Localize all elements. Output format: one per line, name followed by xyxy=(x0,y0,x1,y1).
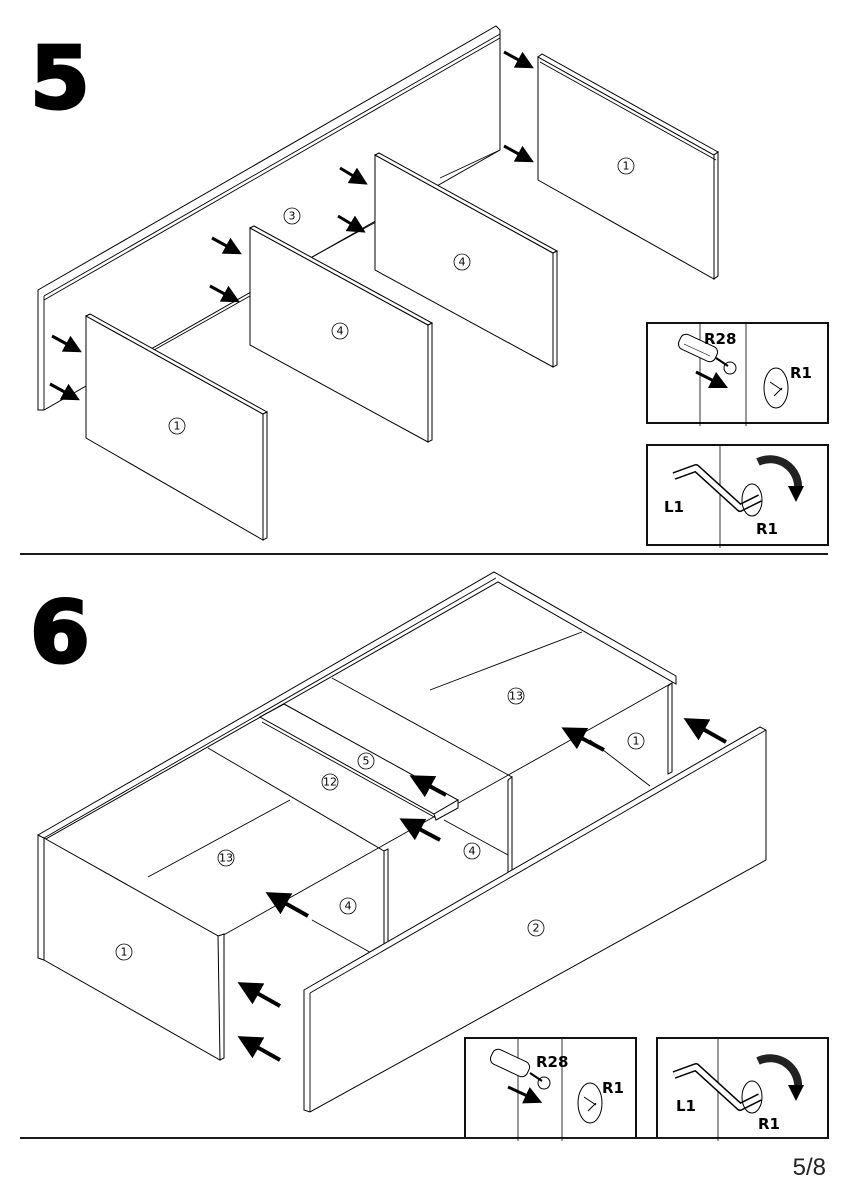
hint-box-allen-key: L1 R1 xyxy=(656,1037,829,1141)
cam-lock-icon xyxy=(577,1082,603,1124)
divider-panel-b: 4 xyxy=(373,152,559,368)
step-separator xyxy=(20,553,828,555)
part-label-side-left: 1 xyxy=(121,946,128,959)
part-label-rail: 5 xyxy=(363,755,370,768)
connector-label: R1 xyxy=(602,1079,624,1097)
step-separator xyxy=(20,1137,828,1139)
part-label-side-right: 1 xyxy=(633,735,640,748)
side-panel-left: 1 xyxy=(37,834,225,1061)
part-label-side-left: 1 xyxy=(174,420,181,433)
cam-bolt-illustration xyxy=(489,1039,603,1141)
hint-box-cam-bolt: R28 R1 xyxy=(646,322,829,426)
step-5-number: 5 xyxy=(29,29,92,129)
allen-key-illustration xyxy=(672,1039,804,1141)
fastener-label: R28 xyxy=(704,330,737,348)
cam-bolt-icon xyxy=(489,1048,551,1090)
part-label-front-panel: 2 xyxy=(533,922,540,935)
cam-bolt-icon xyxy=(677,333,737,375)
part-label-back-panel: 3 xyxy=(289,210,296,223)
part-label-circle xyxy=(283,207,301,225)
direction-arrow-icon xyxy=(695,370,729,389)
part-label-shelf-middle: 12 xyxy=(323,776,337,789)
side-panel-left: 1 xyxy=(84,313,269,541)
page-indicator: 5/8 xyxy=(792,1154,826,1181)
cam-lock-icon xyxy=(763,367,789,409)
cam-lock-icon xyxy=(741,1080,763,1114)
part-label-shelf-left: 13 xyxy=(219,852,233,865)
step-5-illustration: 3 4 4 1 xyxy=(37,25,719,541)
side-panel-right: 1 xyxy=(537,53,719,280)
hint-box-allen-key: L1 R1 xyxy=(646,444,829,548)
insertion-arrows xyxy=(237,718,727,1062)
rotate-clockwise-icon xyxy=(756,455,803,491)
front-panel: 2 xyxy=(303,726,767,1113)
connector-label: R1 xyxy=(758,1115,780,1133)
direction-arrow-icon xyxy=(507,1085,543,1104)
part-label-side-right: 1 xyxy=(623,160,630,173)
insertion-arrows xyxy=(49,50,534,401)
cam-bolt-illustration xyxy=(677,324,789,426)
divider-panel-a: 4 xyxy=(248,225,434,443)
connector-label: R1 xyxy=(756,520,778,538)
rotate-clockwise-icon xyxy=(756,1054,803,1090)
part-label-divider-b: 4 xyxy=(459,256,466,269)
step-6-illustration: 5 12 13 13 4 4 1 1 xyxy=(37,571,767,1113)
allen-key-illustration xyxy=(672,446,804,548)
rail-part: 5 xyxy=(258,703,460,821)
cam-lock-icon xyxy=(741,483,763,517)
part-label-shelf-right: 13 xyxy=(509,690,523,703)
tool-label: L1 xyxy=(676,1097,696,1115)
fastener-label: R28 xyxy=(536,1053,569,1071)
tool-label: L1 xyxy=(664,498,684,516)
part-label-divider-a: 4 xyxy=(345,900,352,913)
part-label-divider-b: 4 xyxy=(469,845,476,858)
hint-box-cam-bolt: R28 R1 xyxy=(464,1037,637,1141)
back-panel: 3 xyxy=(37,25,501,411)
step-6-number: 6 xyxy=(29,583,92,683)
connector-label: R1 xyxy=(790,364,812,382)
part-label-divider-a: 4 xyxy=(337,325,344,338)
